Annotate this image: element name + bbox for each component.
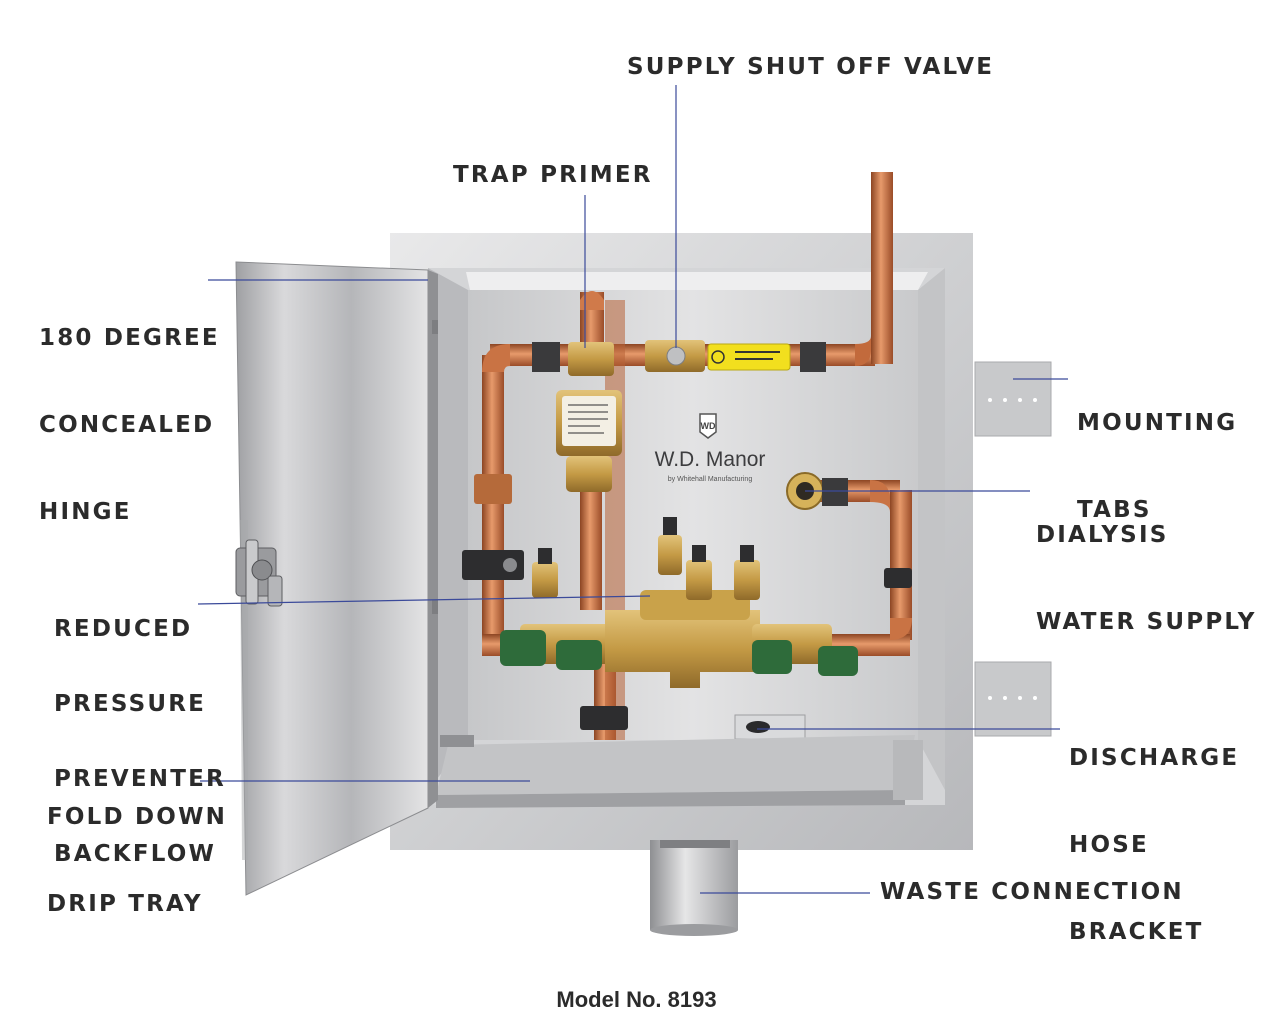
drip-tray [436,735,923,808]
label-mounting-tabs-line-2: TABS [1077,497,1152,523]
brand-name: W.D. Manor [655,448,766,471]
logo-letters: WD [701,421,716,431]
door-latch [235,539,283,607]
box-right-wall [918,268,945,790]
label-drip-tray-line-2: DRIP TRAY [47,891,203,917]
open-door [235,261,474,896]
backflow-preventer [500,517,858,688]
label-backflow-line-3: PREVENTER [54,766,226,792]
brand-logo: WD W.D. Manor by Whitehall Manufacturing [655,413,766,483]
waste-connection-pipe [650,840,738,936]
label-drip-tray-line-1: FOLD DOWN [47,804,228,830]
label-fold-down-drip-tray: FOLD DOWN DRIP TRAY [47,745,227,948]
label-mounting-tabs: MOUNTING TABS [1077,351,1237,554]
label-discharge-line-2: HOSE [1069,832,1149,858]
label-backflow-line-2: PRESSURE [54,691,207,717]
label-mounting-tabs-line-1: MOUNTING [1077,410,1238,436]
label-supply-shut-off-valve: SUPPLY SHUT OFF VALVE [627,54,995,80]
discharge-hose-bracket [734,714,806,740]
leader-lines [197,85,1068,894]
label-dialysis-line-2: WATER SUPPLY [1036,609,1257,635]
label-discharge-hose-bracket: DISCHARGE HOSE BRACKET [1069,686,1239,976]
brand-tagline: by Whitehall Manufacturing [668,476,753,483]
label-dialysis-line-1: DIALYSIS [1036,522,1169,548]
box-top-lip [466,272,928,290]
green-handle-right-2 [818,646,858,676]
green-handle-left [500,630,546,666]
mounting-tab-lower [974,661,1052,737]
test-cocks [532,517,760,600]
valve-yellow-handle [707,343,791,371]
green-handle-right [752,640,792,674]
label-discharge-line-1: DISCHARGE [1069,745,1240,771]
label-backflow-line-4: BACKFLOW [54,841,217,867]
green-handle-left-2 [556,640,602,670]
trap-primer-label [562,396,616,446]
supply-shut-off-valve [532,340,826,372]
label-trap-primer: TRAP PRIMER [453,162,653,188]
label-hinge-line-1: 180 DEGREE [39,325,220,351]
pipe-clamps [462,550,912,730]
mounting-tabs [974,361,1052,737]
label-dialysis-water-supply: DIALYSIS WATER SUPPLY [1036,463,1257,666]
model-number-caption: Model No. 8193 [556,987,717,1012]
label-backflow-preventer: REDUCED PRESSURE PREVENTER BACKFLOW [54,567,226,892]
copper-inlet-stub [871,172,893,242]
trap-primer [556,342,622,492]
label-waste-connection: WASTE CONNECTION [880,879,1184,905]
label-backflow-line-1: REDUCED [54,616,193,642]
mounting-tab-upper [974,361,1052,437]
label-hinge-line-3: HINGE [39,499,132,525]
label-hinge: 180 DEGREE CONCEALED HINGE [39,266,220,556]
label-discharge-line-3: BRACKET [1069,919,1204,945]
label-hinge-line-2: CONCEALED [39,412,215,438]
leader-backflow [197,595,651,605]
